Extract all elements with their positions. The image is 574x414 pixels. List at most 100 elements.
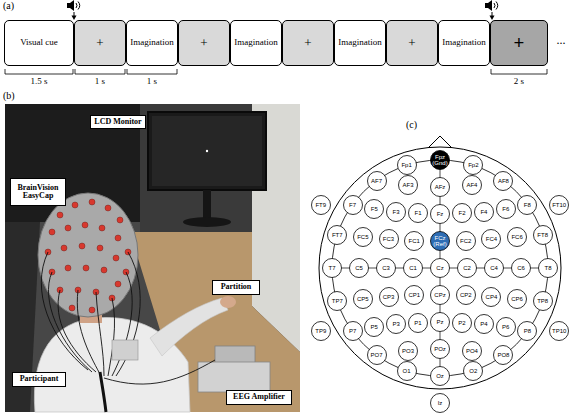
- electrode-label: F3: [393, 209, 400, 215]
- box-text: Imagination: [130, 38, 174, 47]
- speaker-icon: [67, 0, 80, 20]
- electrode-circle: FC5: [353, 227, 373, 247]
- electrode-circle: AF8: [493, 171, 513, 191]
- electrode-wire: [112, 272, 132, 376]
- duration-bracket: [491, 69, 547, 74]
- eeg-cap: [38, 193, 138, 317]
- electrode-label: P5: [371, 324, 378, 330]
- electrode-circle: CP6: [507, 289, 527, 309]
- electrode-label: F2: [458, 210, 465, 216]
- cap-electrode: [61, 245, 67, 251]
- electrode-circle-shape: [462, 341, 481, 360]
- electrode-circle-shape: [550, 195, 569, 214]
- eeg-amplifier: [198, 362, 270, 392]
- electrode-label: AF7: [371, 178, 382, 184]
- electrode-label: AFz: [435, 184, 446, 190]
- cap-electrode: [115, 281, 121, 287]
- monitor-screen: [152, 116, 262, 186]
- electrode-label: F8: [524, 202, 531, 208]
- head-outline: [319, 147, 561, 389]
- box-text: Visual cue: [20, 38, 58, 47]
- electrode-circle: C2: [457, 258, 477, 278]
- cable-bundle: [100, 372, 106, 412]
- electrode-wire: [108, 298, 115, 376]
- electrode-label: F5: [371, 206, 378, 212]
- electrode-label: F7: [349, 202, 356, 208]
- electrode-circle: T8: [538, 258, 558, 278]
- electrode-circle-shape: [518, 322, 537, 341]
- duration-label: 2 s: [499, 76, 539, 86]
- electrode-circle-shape: [399, 341, 418, 360]
- electrode-circle-shape: [397, 361, 416, 380]
- cap-electrode: [82, 222, 88, 228]
- electrode-label: PO8: [497, 352, 509, 358]
- electrode-label: TP7: [332, 298, 343, 304]
- electrode-circle: P7: [343, 321, 363, 341]
- electrode-label: T7: [328, 265, 335, 271]
- electrode-label: Fp2: [468, 162, 478, 168]
- electrode-circle-shape: [431, 178, 450, 197]
- electrode-circle: FC3: [379, 229, 399, 249]
- electrode-circle: AF3: [398, 175, 418, 195]
- electrode-label: P3: [392, 321, 399, 327]
- cap-electrode: [99, 225, 105, 231]
- electrode-label: TP9: [315, 328, 326, 334]
- electrode-label: O1: [403, 368, 411, 374]
- electrode-label: TP10: [552, 328, 566, 334]
- electrode-circle: CP1: [404, 285, 424, 305]
- electrode-circle-shape: [494, 171, 513, 190]
- electrode-circle-shape: [464, 156, 483, 175]
- electrode-circle-shape: [431, 232, 450, 251]
- cap-electrode: [65, 265, 71, 271]
- electrode-circle: Fpz (Gnd): [430, 150, 450, 170]
- electrode-circle-shape: [431, 340, 450, 359]
- speaker-body: [485, 3, 488, 8]
- electrode-circle-shape: [365, 318, 384, 337]
- electrode-circle-shape: [458, 259, 477, 278]
- cap-electrode: [72, 202, 78, 208]
- electrode-circle: CP4: [481, 287, 501, 307]
- electrode-label: Fpz (Gnd): [430, 154, 450, 166]
- electrode-circle-shape: [508, 228, 527, 247]
- electrode-circle: AF7: [367, 171, 387, 191]
- electrode-label: Cz: [436, 265, 443, 271]
- electrode-circle-shape: [453, 313, 472, 332]
- electrode-label: AF3: [403, 182, 414, 188]
- fixation-box: +: [74, 20, 126, 66]
- electrode-circle: FC6: [507, 227, 527, 247]
- electrode-label: Fp1: [401, 162, 411, 168]
- electrode-circle: P2: [452, 313, 472, 333]
- electrode-label: FT9: [315, 202, 326, 208]
- electrode-circle-shape: [482, 287, 501, 306]
- electrode-label: P1: [414, 320, 421, 326]
- electrode-label: PO3: [402, 348, 414, 354]
- electrode-circle: CPz: [430, 285, 450, 305]
- box-text: Imagination: [234, 38, 278, 47]
- electrode-circle-shape: [377, 259, 396, 278]
- callout-text: EEG Amplifier: [233, 393, 285, 401]
- electrode-circle: FC1: [404, 231, 424, 251]
- electrode-circle: O2: [463, 361, 483, 381]
- fixation-box: +: [282, 20, 334, 66]
- electrode-label: C2: [463, 265, 471, 271]
- electrode-circle-shape: [353, 228, 372, 247]
- cap-electrode: [89, 199, 95, 205]
- electrode-circle-shape: [311, 195, 330, 214]
- electrode-label: TP8: [537, 298, 548, 304]
- electrode-label: FT8: [537, 232, 548, 238]
- cap-electrode: [89, 307, 95, 313]
- electrode-label: P2: [458, 320, 465, 326]
- electrode-circle: P8: [517, 321, 537, 341]
- inner-ring: [332, 160, 548, 376]
- amplifier-cable: [104, 360, 215, 384]
- electrode-circle: PO3: [398, 341, 418, 361]
- electrode-circle: PO8: [493, 345, 513, 365]
- electrode-circle-shape: [464, 361, 483, 380]
- electrode-wire: [48, 272, 92, 372]
- cap-electrode: [97, 245, 103, 251]
- electrode-circle: C4: [484, 258, 504, 278]
- panel-label: (b): [3, 90, 27, 101]
- callout-text: Participant: [20, 375, 59, 383]
- electrode-circle: FT8: [533, 225, 553, 245]
- electrode-circle-shape: [379, 230, 398, 249]
